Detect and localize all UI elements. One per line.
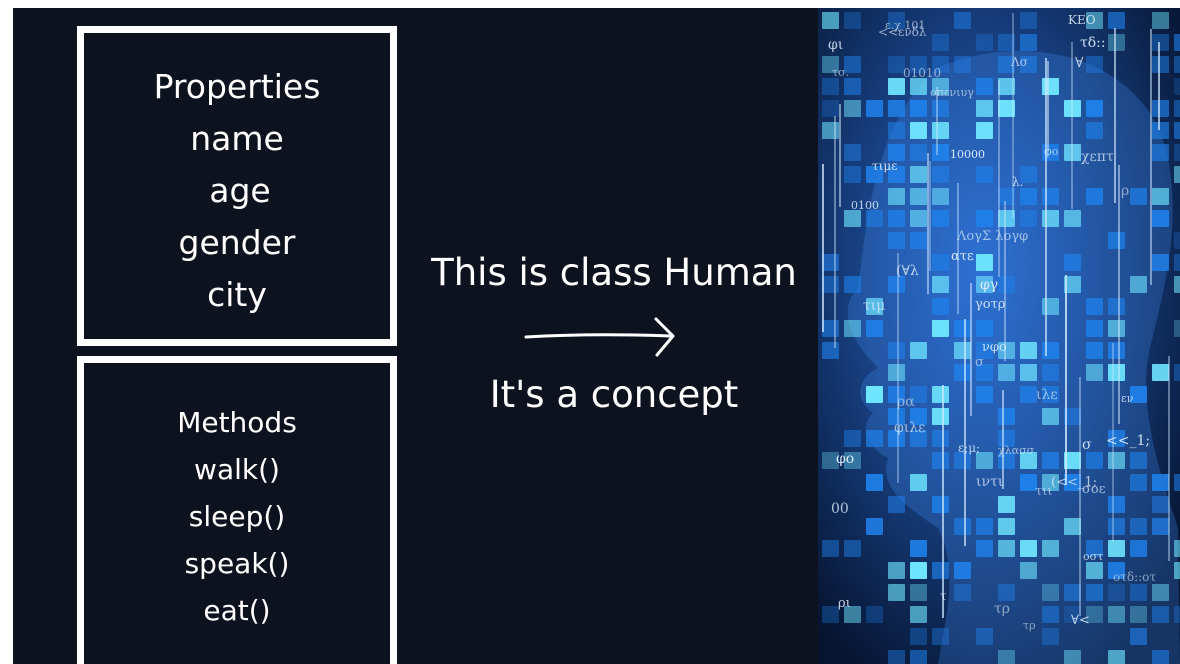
svg-text:ατε: ατε (951, 249, 974, 264)
svg-text:φι: φι (828, 37, 843, 53)
svg-text:∀<: ∀< (1071, 613, 1090, 628)
svg-text:τδ::: τδ:: (1080, 35, 1106, 51)
svg-text:οστ: οστ (1083, 550, 1103, 563)
svg-text:ε;μ;: ε;μ; (958, 441, 980, 455)
svg-text:τιμ: τιμ (863, 298, 885, 314)
property-age: age (209, 171, 271, 210)
method-sleep: sleep() (188, 500, 286, 533)
concept-text: It's a concept (489, 373, 739, 416)
properties-box: Properties name age gender city (77, 26, 397, 346)
svg-text:τιμε: τιμε (872, 159, 897, 173)
svg-text:τρ: τρ (994, 601, 1010, 617)
digital-head-image: 00 σ τ τσ. χλασσ φο ∀< Λσ νφο ιντι φι ε.χ 101 ε;μ; τδ… (818, 8, 1180, 664)
methods-box: Methods walk() sleep() speak() eat() (77, 356, 397, 664)
svg-text:∀: ∀ (1075, 55, 1084, 71)
svg-text:<<_1;: <<_1; (1106, 433, 1150, 449)
svg-text:ε.χ 101: ε.χ 101 (885, 19, 925, 32)
svg-text:φο: φο (836, 451, 854, 467)
svg-text:τρ: τρ (1023, 619, 1036, 632)
svg-text:νφο: νφο (982, 340, 1007, 355)
slide: Properties name age gender city Methods … (13, 8, 1180, 664)
methods-title: Methods (177, 406, 297, 439)
property-name: name (190, 119, 284, 158)
method-eat: eat() (203, 594, 271, 627)
svg-text:σ: σ (975, 355, 984, 370)
svg-text:<<ενδλ: <<ενδλ (878, 25, 927, 39)
svg-text:ρα: ρα (897, 394, 915, 410)
properties-title: Properties (153, 67, 321, 106)
svg-text:ιντι: ιντι (976, 474, 1003, 490)
svg-text:ιλε: ιλε (1036, 387, 1058, 403)
digital-head-icon: 00 σ τ τσ. χλασσ φο ∀< Λσ νφο ιντι φι ε.χ 101 ε;μ; τδ… (818, 8, 1180, 664)
svg-text:χεπτ: χεπτ (1081, 149, 1114, 165)
svg-text:01010: 01010 (903, 66, 941, 80)
svg-text:Λσ: Λσ (1010, 55, 1028, 69)
method-speak: speak() (184, 547, 290, 580)
svg-text:(∀λ: (∀λ (896, 263, 919, 279)
svg-text:φγ: φγ (980, 277, 998, 293)
method-walk: walk() (194, 453, 280, 486)
svg-text:φο: φο (1044, 145, 1059, 158)
properties-list: Properties name age gender city (84, 61, 390, 321)
arrow-right-icon (524, 317, 675, 357)
property-gender: gender (178, 223, 296, 262)
svg-text:λ.: λ. (1012, 175, 1023, 189)
svg-text:σ: σ (1082, 437, 1092, 453)
svg-text:ρ: ρ (1121, 183, 1129, 199)
property-city: city (207, 275, 267, 314)
svg-text:τιι: τιι (1035, 484, 1052, 499)
svg-text:ΚΕΟ: ΚΕΟ (1068, 13, 1096, 27)
svg-text:ρι: ρι (838, 596, 851, 611)
svg-text:τσ.: τσ. (832, 66, 849, 79)
svg-text:οτδ::οτ: οτδ::οτ (1113, 570, 1156, 584)
svg-text:10000: 10000 (950, 148, 985, 161)
svg-text:οπενιυγ: οπενιυγ (930, 86, 974, 99)
svg-text:γοτρ: γοτρ (975, 297, 1005, 312)
svg-text:0100: 0100 (851, 199, 879, 212)
svg-text:χλασσ: χλασσ (998, 444, 1035, 457)
methods-list: Methods walk() sleep() speak() eat() (84, 399, 390, 634)
svg-text:00: 00 (831, 501, 849, 517)
svg-text:(<<_1;: (<<_1; (1051, 475, 1097, 490)
svg-text:ΛογΣ λογφ: ΛογΣ λογφ (956, 229, 1028, 244)
svg-text:φιλε: φιλε (894, 420, 925, 436)
class-human-heading: This is class Human (431, 251, 797, 294)
svg-text:σοε: σοε (1082, 482, 1106, 497)
svg-text:εν: εν (1121, 392, 1134, 405)
svg-text:τ: τ (940, 589, 947, 603)
